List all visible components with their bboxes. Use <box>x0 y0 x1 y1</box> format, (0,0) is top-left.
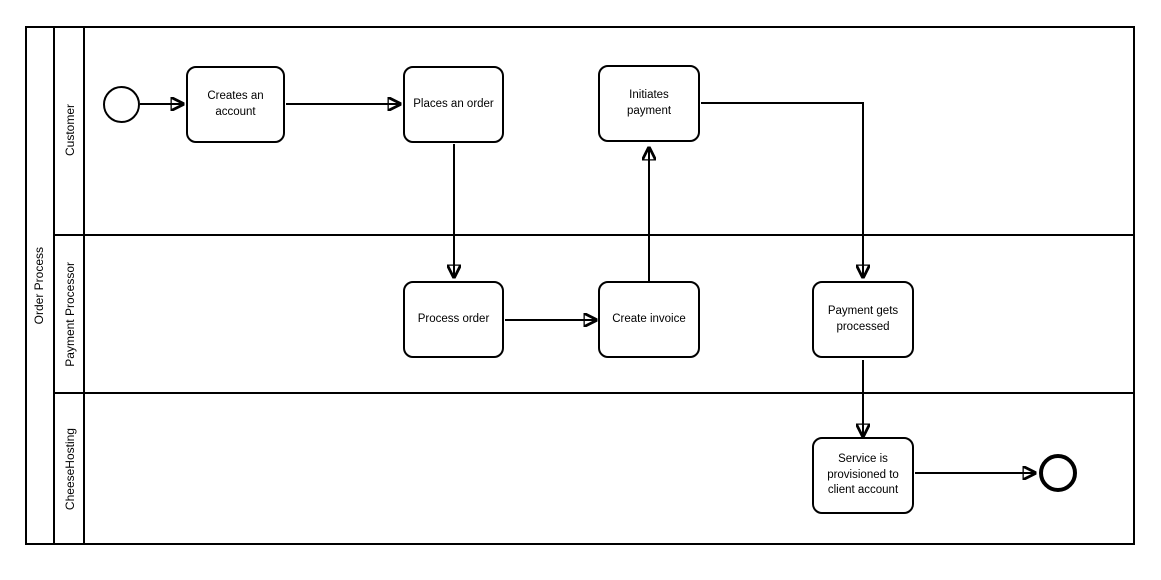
lane-label-customer-text: Customer <box>63 104 77 157</box>
lane-label-payment-processor: Payment Processor <box>55 235 85 393</box>
task-service-is-provisioned[interactable]: Service is provisioned to client account <box>812 437 914 514</box>
task-initiates-payment[interactable]: Initiates payment <box>598 65 700 142</box>
task-places-an-order[interactable]: Places an order <box>403 66 504 143</box>
start-event[interactable] <box>103 86 140 123</box>
lane-label-payment-processor-text: Payment Processor <box>63 261 77 367</box>
pool-label-column: Order Process <box>25 26 55 545</box>
lane-divider-2 <box>55 392 1135 394</box>
lane-divider-1 <box>55 234 1135 236</box>
lane-label-customer: Customer <box>55 26 85 235</box>
task-process-order[interactable]: Process order <box>403 281 504 358</box>
lane-label-cheesehosting: CheeseHosting <box>55 393 85 545</box>
task-create-invoice[interactable]: Create invoice <box>598 281 700 358</box>
task-payment-gets-processed[interactable]: Payment gets processed <box>812 281 914 358</box>
task-creates-an-account[interactable]: Creates an account <box>186 66 285 143</box>
lane-label-column <box>55 26 85 545</box>
lane-label-cheesehosting-text: CheeseHosting <box>63 427 77 511</box>
pool-label: Order Process <box>32 246 46 325</box>
end-event[interactable] <box>1039 454 1077 492</box>
